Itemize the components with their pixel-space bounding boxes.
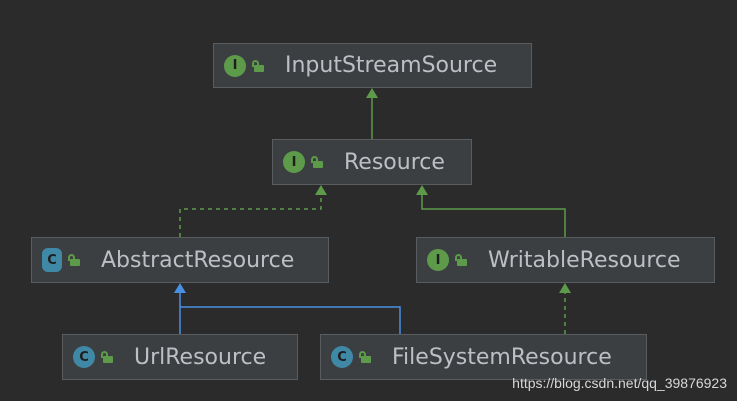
class-icon: C <box>73 346 95 368</box>
edge-resource-to-inputstreamsource <box>366 88 378 139</box>
edge-urlresource-to-abstractresource <box>174 283 186 334</box>
abstract-class-icon: C <box>42 248 62 272</box>
class-icon: C <box>331 346 353 368</box>
unlock-icon <box>68 254 81 266</box>
node-urlresource[interactable]: C UrlResource <box>62 334 298 380</box>
node-writableresource[interactable]: I WritableResource <box>416 237 715 283</box>
unlock-icon <box>359 351 372 363</box>
edge-abstractresource-to-resource <box>179 185 327 237</box>
watermark-text: https://blog.csdn.net/qq_39876923 <box>512 375 727 391</box>
node-abstractresource[interactable]: C AbstractResource <box>31 237 329 283</box>
node-inputstreamsource[interactable]: I InputStreamSource <box>213 43 532 88</box>
node-label: WritableResource <box>488 247 681 273</box>
node-filesystemresource[interactable]: C FileSystemResource <box>320 334 647 380</box>
edge-writableresource-to-resource <box>416 185 566 237</box>
node-label: AbstractResource <box>101 247 295 273</box>
unlock-icon <box>455 254 468 266</box>
unlock-icon <box>101 351 114 363</box>
edge-filesystemresource-to-writableresource <box>559 283 571 334</box>
interface-icon: I <box>427 249 449 271</box>
interface-icon: I <box>283 151 305 173</box>
node-label: InputStreamSource <box>285 53 498 78</box>
unlock-icon <box>311 156 324 168</box>
interface-icon: I <box>224 54 246 77</box>
node-resource[interactable]: I Resource <box>272 139 472 185</box>
node-label: Resource <box>344 149 445 175</box>
node-label: FileSystemResource <box>392 344 612 370</box>
edge-filesystemresource-to-abstractresource <box>180 306 401 334</box>
unlock-icon <box>252 59 265 72</box>
node-label: UrlResource <box>134 344 267 370</box>
